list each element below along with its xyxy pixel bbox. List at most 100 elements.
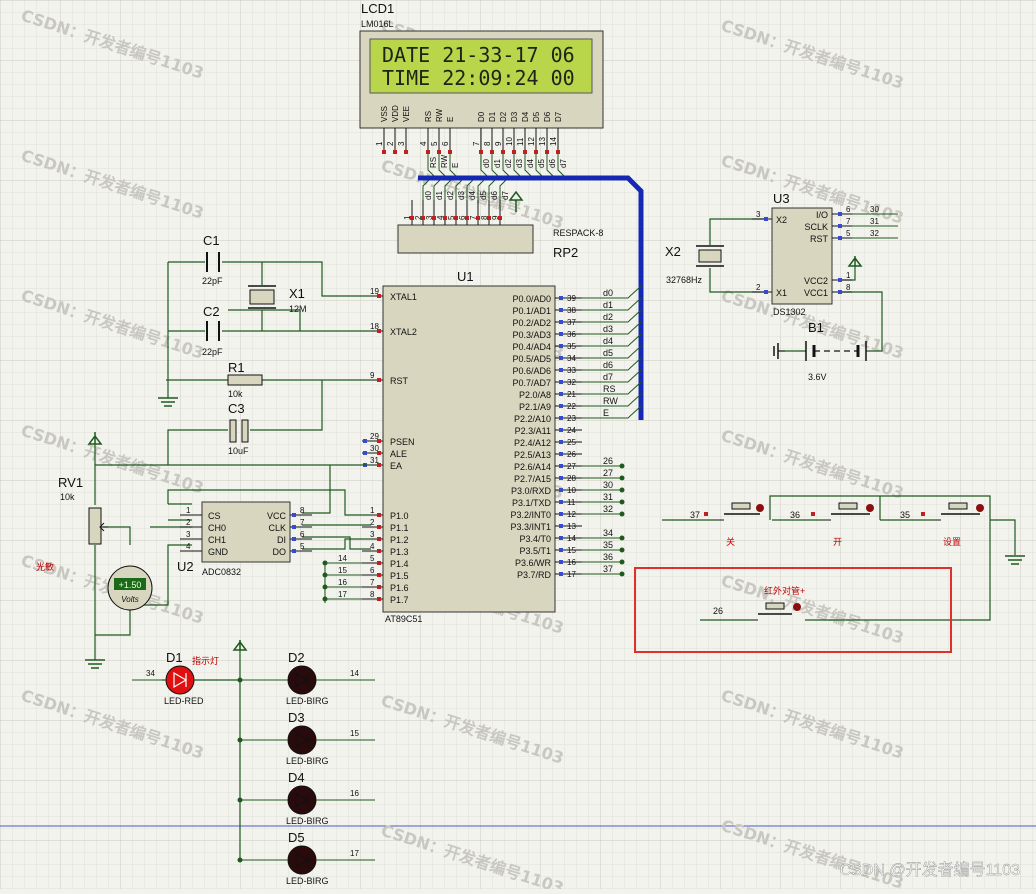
u1-net-label: 14 [338,554,347,563]
led-note: 指示灯 [192,655,219,666]
c1-capacitor[interactable]: C1 22pF [202,233,223,286]
u2-pin-num: 6 [300,530,305,539]
u1-pin-name: P3.0/RXD [511,486,552,496]
led-ref: D1 [166,650,183,665]
u3-net-label: 30 [870,205,879,214]
u2-pin-num: 8 [300,506,305,515]
rv1-potentiometer[interactable]: RV1 10k 光敏 [36,475,108,572]
u1-pin-num: 9 [370,371,375,380]
voltmeter[interactable]: +1.50 Volts [107,565,153,611]
u1-pin-num: 35 [567,342,576,351]
u3-pin-num: 7 [846,217,851,226]
u1-pin-name: P3.3/INT1 [510,522,551,532]
u1-pin-name: P1.1 [390,523,409,533]
lcd-net-label: d7 [559,159,568,168]
button-wiring [662,495,1016,621]
u1-pin-name: P2.4/A12 [514,438,551,448]
u1-pin-name: P0.0/AD0 [512,294,551,304]
u1-pin-name: P3.7/RD [517,570,552,580]
lcd-pin-name: E [446,117,455,122]
lcd-model: LM016L [361,19,394,29]
u1-pin-num: 5 [370,554,375,563]
u1-net-label: 30 [603,480,613,490]
u1-pin-num: 7 [370,578,375,587]
lcd-net-label: d2 [504,159,513,168]
u3-pin-name: X1 [776,288,787,298]
u2-pin-num: 5 [300,542,305,551]
lcd-pin-num: 8 [483,141,492,146]
u1-net-label: d3 [603,324,613,334]
u1-pin-name: P1.2 [390,535,409,545]
u1-net-label: 37 [603,564,613,574]
x1-value: 12M [289,304,307,314]
ir-sensor-switch[interactable]: 红外对管+ 26 [713,585,805,621]
u1-net-label: 34 [603,528,613,538]
lcd-pin-name: D2 [499,111,508,122]
lcd-pin-num: 3 [397,141,406,146]
u2-pin-name: CLK [268,523,286,533]
lcd-pin-num: 14 [549,137,558,146]
push-button[interactable]: 36开 [790,502,874,547]
rp2-pin-num: 6 [458,215,467,220]
lcd-pin-num: 13 [538,137,547,146]
rp2-model: RESPACK-8 [553,228,603,238]
u1-net-label: 32 [603,504,613,514]
push-button[interactable]: 37关 [690,502,764,547]
u3-pin-name: I/O [816,210,828,220]
led-model: LED-BIRG [286,876,329,886]
lcd-pin-name: D3 [510,111,519,122]
u1-pin-num: 30 [370,444,379,453]
u3-rtc[interactable]: U3 DS1302 3X22X16I/O307SCLK315RST321VCC2… [752,191,898,317]
u2-model: ADC0832 [202,567,241,577]
c2-value: 22pF [202,347,223,357]
u1-pin-num: 37 [567,318,576,327]
c2-capacitor[interactable]: C2 22pF [202,304,223,357]
u3-pin-num: 6 [846,205,851,214]
u3-pin-num: 2 [756,283,761,292]
lcd-pin-name: D0 [477,111,486,122]
b1-battery[interactable]: B1 3.6V [773,320,867,382]
u1-net-label: RS [603,384,616,394]
u3-pin-name: VCC1 [804,288,828,298]
u1-pin-name: P2.2/A10 [514,414,551,424]
lcd-pins: VSS1VDD2VEE3RS4RSRW5RWE6ED07d0D18d1D29d2… [375,105,568,179]
c3-ref: C3 [228,401,245,416]
u1-pin-num: 13 [567,522,576,531]
u1-pin-num: 33 [567,366,576,375]
x1-crystal[interactable]: X1 12M [248,285,307,314]
r1-resistor[interactable]: R1 10k [227,360,263,399]
rp2-pin-label: d3 [457,191,466,200]
lcd-pin-name: RS [424,111,433,122]
u1-pin-name: P1.0 [390,511,409,521]
rp2-pin-num: 2 [414,215,423,220]
ir-label: 红外对管+ [764,585,805,596]
u1-pin-name: ALE [390,449,407,459]
x2-ref: X2 [665,244,681,259]
u1-net-label: E [603,408,609,418]
button-label: 设置 [943,537,961,547]
lcd-net-label: RS [429,157,438,168]
led-model: LED-BIRG [286,696,329,706]
u1-pin-num: 31 [370,456,379,465]
u1-pin-num: 1 [370,506,375,515]
lcd1-module[interactable]: LCD1 LM016L DATE 21-33-17 06 TIME 22:09:… [359,1,604,179]
u3-pin-name: VCC2 [804,276,828,286]
adc-wiring [94,465,371,660]
rp2-pin-label: d1 [435,191,444,200]
led-model: LED-BIRG [286,756,329,766]
c3-capacitor[interactable]: C3 10uF [228,401,249,456]
lcd-net-label: d1 [493,159,502,168]
x2-crystal[interactable]: X2 32768Hz [665,244,724,285]
rv1-ref: RV1 [58,475,83,490]
